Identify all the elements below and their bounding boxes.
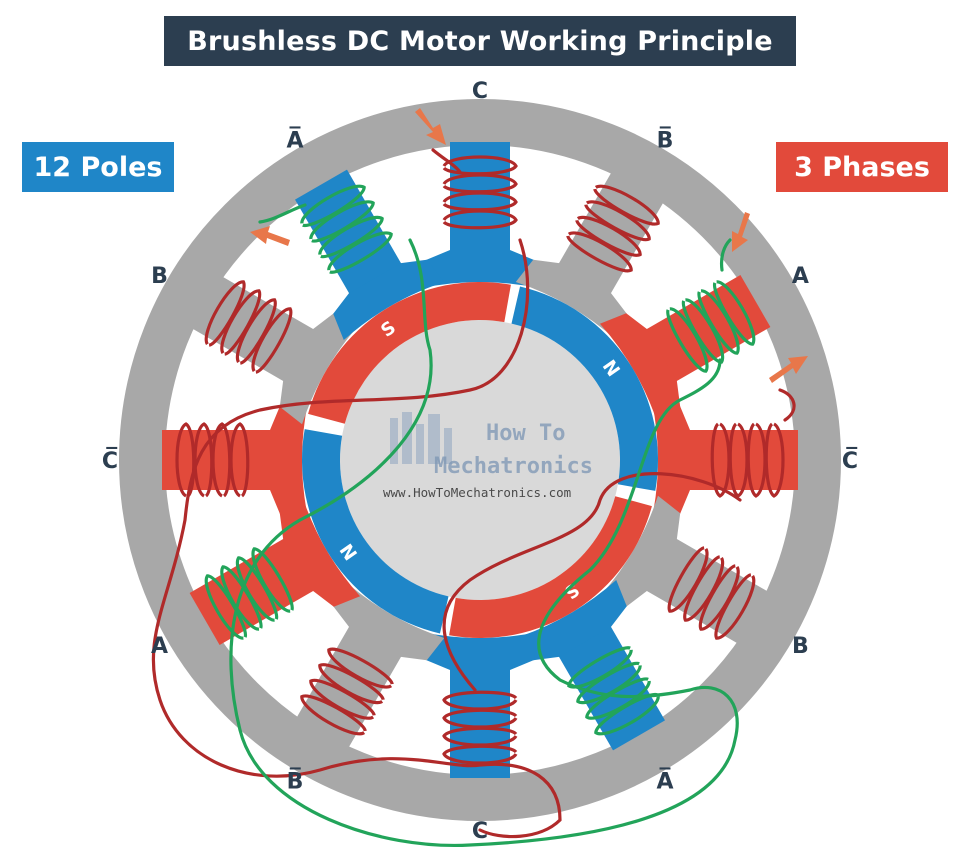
stator-ring [119,99,841,821]
pole-label: C [472,819,488,844]
coil [566,184,660,273]
pole-label: B̅ [287,768,304,794]
pole-label: B [792,634,809,659]
pole-label: A [151,634,168,659]
stator-pole [422,632,538,778]
pole-label: A [792,264,809,289]
pole-label: A̅ [286,128,303,154]
watermark-line1: How To [486,421,565,446]
arrow-right-out [769,356,808,383]
green-wire [229,203,739,848]
stator-pole [189,275,361,425]
stator-pole [515,579,665,751]
phases-badge: 3 Phases [776,142,948,192]
coil [300,184,393,274]
watermark-url: www.HowToMechatronics.com [383,485,571,500]
pole-label: C [472,79,488,104]
pole-label: C̅ [842,448,858,474]
stator-pole [599,275,771,425]
stator-pole [295,579,445,751]
stator-pole [189,495,361,645]
pole-label: B̅ [657,128,674,154]
coil [204,547,294,640]
coil [442,690,518,765]
rotor-magnet [302,429,449,634]
red-wire [151,148,796,839]
arrow-left-out [250,226,290,246]
stator-pole [295,169,445,341]
wires [151,148,796,848]
current-arrows [250,108,808,383]
pole-label: A̅ [656,768,673,794]
rotor-magnet [511,286,658,491]
stator-pole [599,495,771,645]
poles-badge: 12 Poles [22,142,174,192]
coil [667,546,756,640]
pole-label: B [151,264,168,289]
arrow-a-in [732,212,750,252]
page-title: Brushless DC Motor Working Principle [164,16,796,66]
stator-pole [422,142,538,288]
stator-pole [515,169,665,341]
stator-pole [652,402,798,518]
rotor-magnet [449,496,652,639]
watermark-line2: Mechatronics [434,454,593,479]
coil [204,280,293,374]
pole-labels: C B̅ A C̅ B A̅ C B̅ A C̅ B A̅ [102,79,858,844]
pole-label: C̅ [102,448,118,474]
rotor-core [340,320,620,600]
coil [300,647,394,736]
rotor-magnet [308,282,511,424]
arrow-c-in [415,108,446,145]
coils [175,155,785,765]
coil [710,422,785,498]
